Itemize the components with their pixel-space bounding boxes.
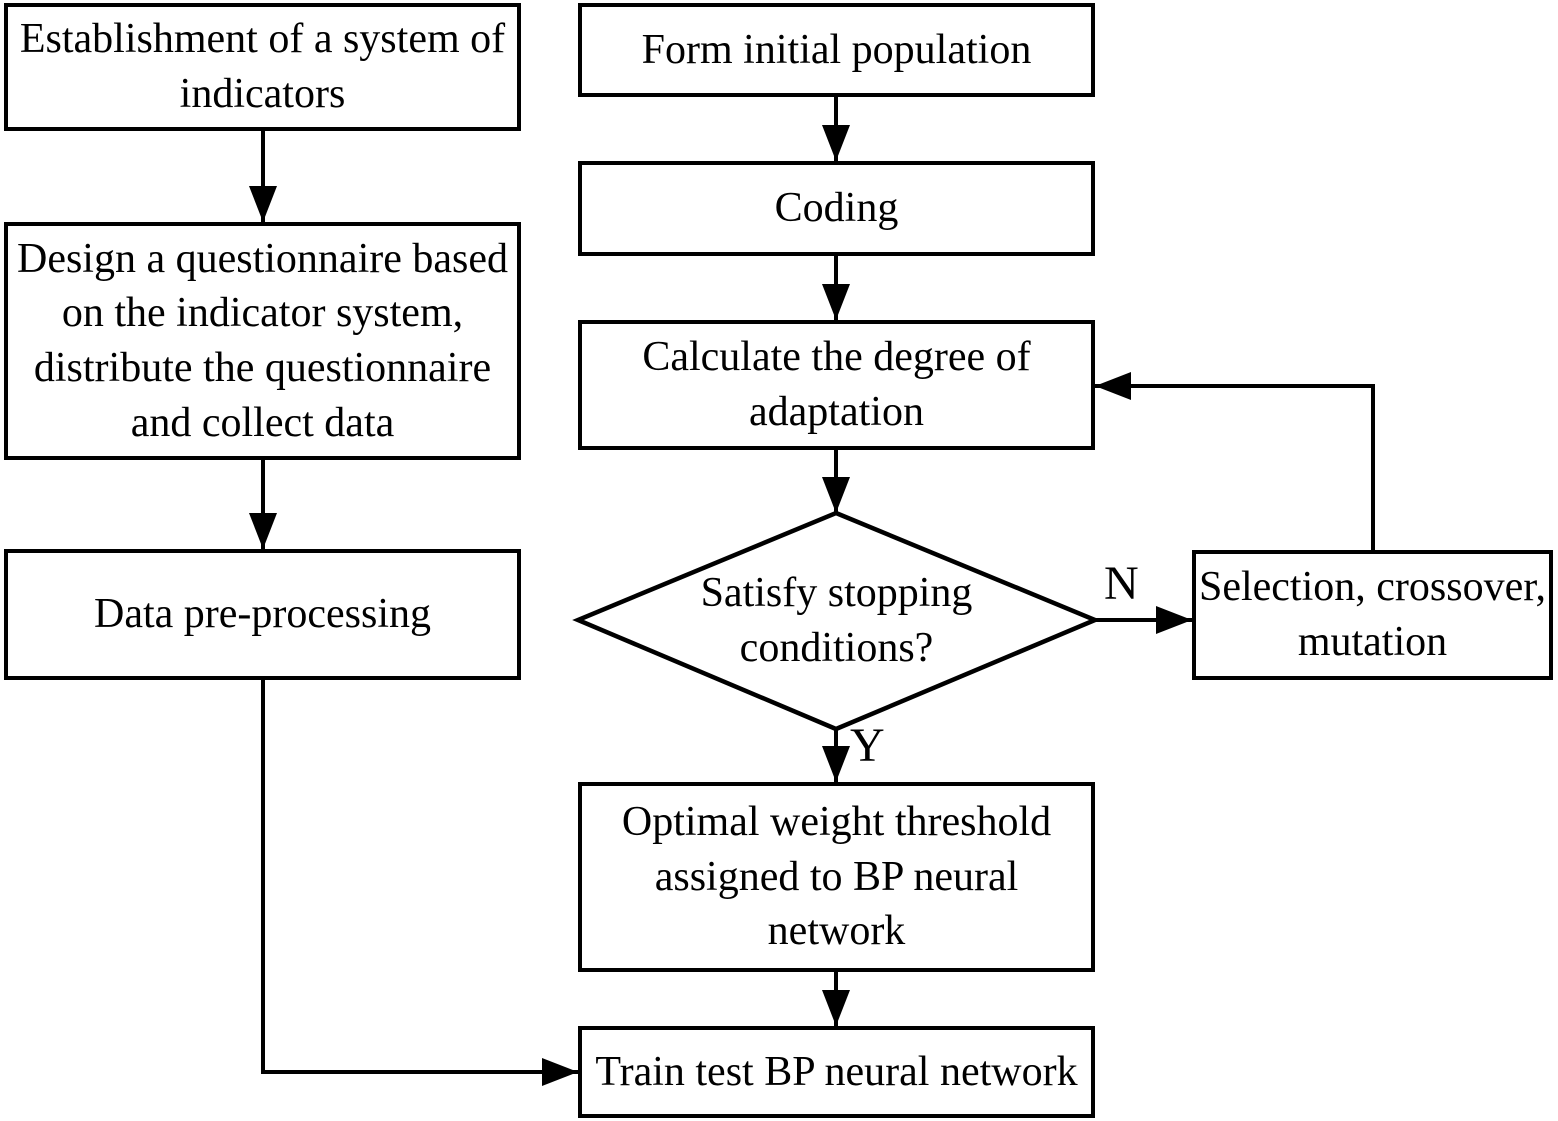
node-establish-indicators: Establishment of a system of indicators — [4, 3, 521, 131]
node-optimal-weight: Optimal weight threshold assigned to BP … — [578, 782, 1095, 972]
node-selection-crossover: Selection, crossover, mutation — [1192, 550, 1553, 680]
node-selection-crossover-label: Selection, crossover, mutation — [1198, 564, 1547, 665]
node-optimal-weight-label: Optimal weight threshold assigned to BP … — [621, 799, 1052, 955]
node-design-questionnaire-label: Design a questionnaire based on the indi… — [16, 235, 509, 446]
branch-label-no: N — [1104, 557, 1139, 610]
edge-selection-feedback-to-calculate — [1095, 372, 1375, 550]
branch-label-yes: Y — [850, 719, 885, 772]
node-train-test: Train test BP neural network — [578, 1026, 1095, 1118]
node-data-preprocessing: Data pre-processing — [4, 549, 521, 680]
node-coding: Coding — [578, 161, 1095, 256]
node-satisfy-stopping: Satisfy stopping conditions? — [578, 513, 1095, 729]
decision-diamond-shape — [572, 510, 1101, 732]
node-train-test-label: Train test BP neural network — [595, 1048, 1078, 1095]
node-form-initial-population-label: Form initial population — [641, 26, 1032, 73]
node-calculate-adaptation-label: Calculate the degree of adaptation — [642, 334, 1031, 435]
node-data-preprocessing-label: Data pre-processing — [93, 591, 432, 638]
node-design-questionnaire: Design a questionnaire based on the indi… — [4, 222, 521, 460]
node-coding-label: Coding — [774, 185, 899, 232]
edge-preprocessing-to-train — [261, 680, 578, 1086]
node-satisfy-stopping-label: Satisfy stopping conditions? — [700, 570, 973, 671]
node-form-initial-population: Form initial population — [578, 3, 1095, 97]
node-calculate-adaptation: Calculate the degree of adaptation — [578, 320, 1095, 450]
node-establish-indicators-label: Establishment of a system of indicators — [19, 16, 506, 117]
